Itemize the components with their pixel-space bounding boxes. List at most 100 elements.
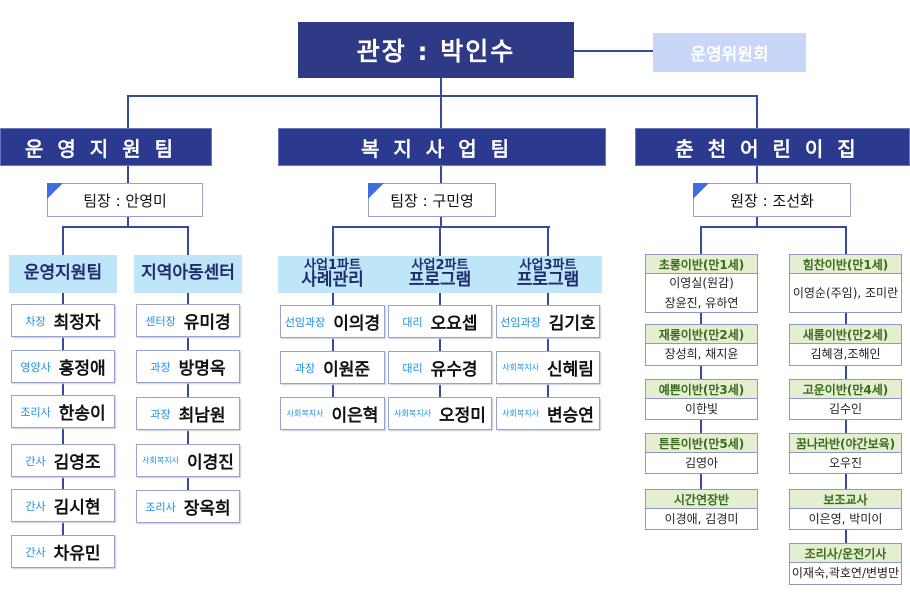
group-title-line: 프로그램 — [408, 270, 472, 291]
class-member-line: 이영실(원감) — [669, 276, 734, 291]
staff-card: 사회복지사 이경진 — [136, 444, 240, 477]
group-title-line: 사업1파트 — [304, 257, 361, 273]
staff-card: 사회복지사 오정미 — [388, 397, 492, 430]
staff-role: 사회복지사 — [502, 363, 539, 372]
class-members: 이영순(주임), 조미란 — [790, 274, 901, 313]
staff-name: 이경진 — [186, 453, 234, 473]
staff-card: 과장 이원준 — [280, 351, 385, 384]
staff-name: 최남원 — [178, 406, 226, 426]
staff-name: 김영조 — [53, 453, 101, 473]
staff-role: 과장 — [294, 361, 316, 375]
staff-role: 차장 — [25, 314, 46, 328]
class-box: 꿈나라반(야간보육) 오우진 — [789, 433, 902, 474]
staff-name: 변승연 — [546, 406, 594, 426]
leader-label: 원장 : 조선화 — [730, 191, 814, 210]
staff-name: 유미경 — [183, 313, 231, 333]
staff-name: 김기호 — [548, 314, 596, 334]
committee-box: 운영위원회 — [653, 33, 806, 72]
class-members: 이영실(원감) 장윤진, 유하연 — [646, 274, 757, 313]
class-member-line: 김혜경,조해인 — [810, 347, 881, 362]
class-member-line: 이한빛 — [684, 401, 719, 416]
team-header-daycare: 춘천어린이집 — [635, 128, 910, 166]
staff-role: 과장 — [150, 360, 171, 374]
class-members: 김혜경,조해인 — [790, 344, 901, 366]
corner-triangle-icon — [368, 183, 384, 199]
staff-role: 사회복지사 — [394, 409, 431, 418]
staff-role: 사회복지사 — [502, 409, 539, 418]
class-title: 예쁜이반(만3세) — [646, 380, 757, 399]
class-member-line: 장윤진, 유하연 — [664, 295, 739, 310]
class-member-line: 오우진 — [828, 455, 863, 470]
class-title: 튼튼이반(만5세) — [646, 434, 757, 453]
class-member-line: 이경애, 김경미 — [664, 511, 739, 526]
staff-role: 센터장 — [145, 314, 176, 328]
group-title-line: 운영지원팀 — [23, 263, 103, 284]
class-members: 이은영, 박미이 — [790, 509, 901, 530]
class-member-line: 이재숙,곽호연/변병만 — [791, 566, 900, 581]
director-box: 관장 : 박인수 — [298, 22, 574, 78]
class-members: 장성희, 채지윤 — [646, 344, 757, 366]
staff-name: 유수경 — [430, 360, 478, 380]
class-title: 초롱이반(만1세) — [646, 255, 757, 274]
class-title: 새롬이반(만2세) — [790, 325, 901, 344]
staff-role: 사회복지사 — [286, 409, 324, 418]
class-members: 이재숙,곽호연/변병만 — [790, 563, 901, 585]
staff-role: 선임과장 — [500, 315, 541, 329]
class-members: 이경애, 김경미 — [646, 509, 757, 530]
staff-name: 방명옥 — [178, 359, 226, 379]
class-title: 힘찬이반(만1세) — [790, 255, 901, 274]
group-title-line: 프로그램 — [516, 270, 580, 291]
class-title: 꿈나라반(야간보육) — [790, 434, 901, 453]
staff-card: 사회복지사 이은혁 — [280, 397, 385, 430]
team-leader-daycare: 원장 : 조선화 — [693, 183, 851, 217]
staff-name: 신혜림 — [546, 360, 594, 380]
team-leader-welfare: 팀장 : 구민영 — [368, 183, 496, 217]
team-header-welfare: 복지사업팀 — [278, 128, 606, 166]
staff-role: 대리 — [402, 361, 423, 375]
class-member-line: 장성희, 채지윤 — [664, 347, 739, 362]
class-title: 보조교사 — [790, 490, 901, 509]
staff-card: 대리 유수경 — [388, 351, 492, 384]
staff-card: 센터장 유미경 — [136, 304, 240, 337]
class-members: 김수인 — [790, 399, 901, 420]
staff-role: 사회복지사 — [142, 456, 179, 465]
staff-card: 사회복지사 신혜림 — [496, 351, 600, 384]
staff-role: 영양사 — [20, 360, 51, 374]
staff-name: 홍정애 — [58, 359, 106, 379]
staff-name: 한송이 — [58, 404, 106, 424]
staff-name: 이은혁 — [331, 406, 379, 426]
class-title: 시간연장반 — [646, 490, 757, 509]
staff-role: 간사 — [25, 499, 46, 513]
class-box: 힘찬이반(만1세)이영순(주임), 조미란 — [789, 254, 902, 313]
class-members: 오우진 — [790, 453, 901, 474]
staff-card: 과장 최남원 — [136, 397, 240, 430]
class-box: 예쁜이반(만3세) 이한빛 — [645, 379, 758, 420]
staff-role: 선임과장 — [284, 315, 326, 329]
class-title: 조리사/운전기사 — [790, 544, 901, 563]
class-members: 김영아 — [646, 453, 757, 474]
leader-label: 팀장 : 안영미 — [83, 191, 167, 210]
staff-name: 오정미 — [438, 406, 486, 426]
corner-triangle-icon — [693, 183, 709, 199]
class-member-line: 김수인 — [828, 401, 863, 416]
team-header-operations: 운영지원팀 — [0, 128, 212, 166]
staff-role: 과장 — [150, 407, 171, 421]
class-box: 고운이반(만4세)김수인 — [789, 379, 902, 420]
class-box: 초롱이반(만1세) 이영실(원감) 장윤진, 유하연 — [645, 254, 758, 313]
group-header: 지역아동센터 — [134, 255, 242, 293]
staff-card: 선임과장 김기호 — [496, 305, 600, 338]
staff-name: 이원준 — [323, 360, 371, 380]
